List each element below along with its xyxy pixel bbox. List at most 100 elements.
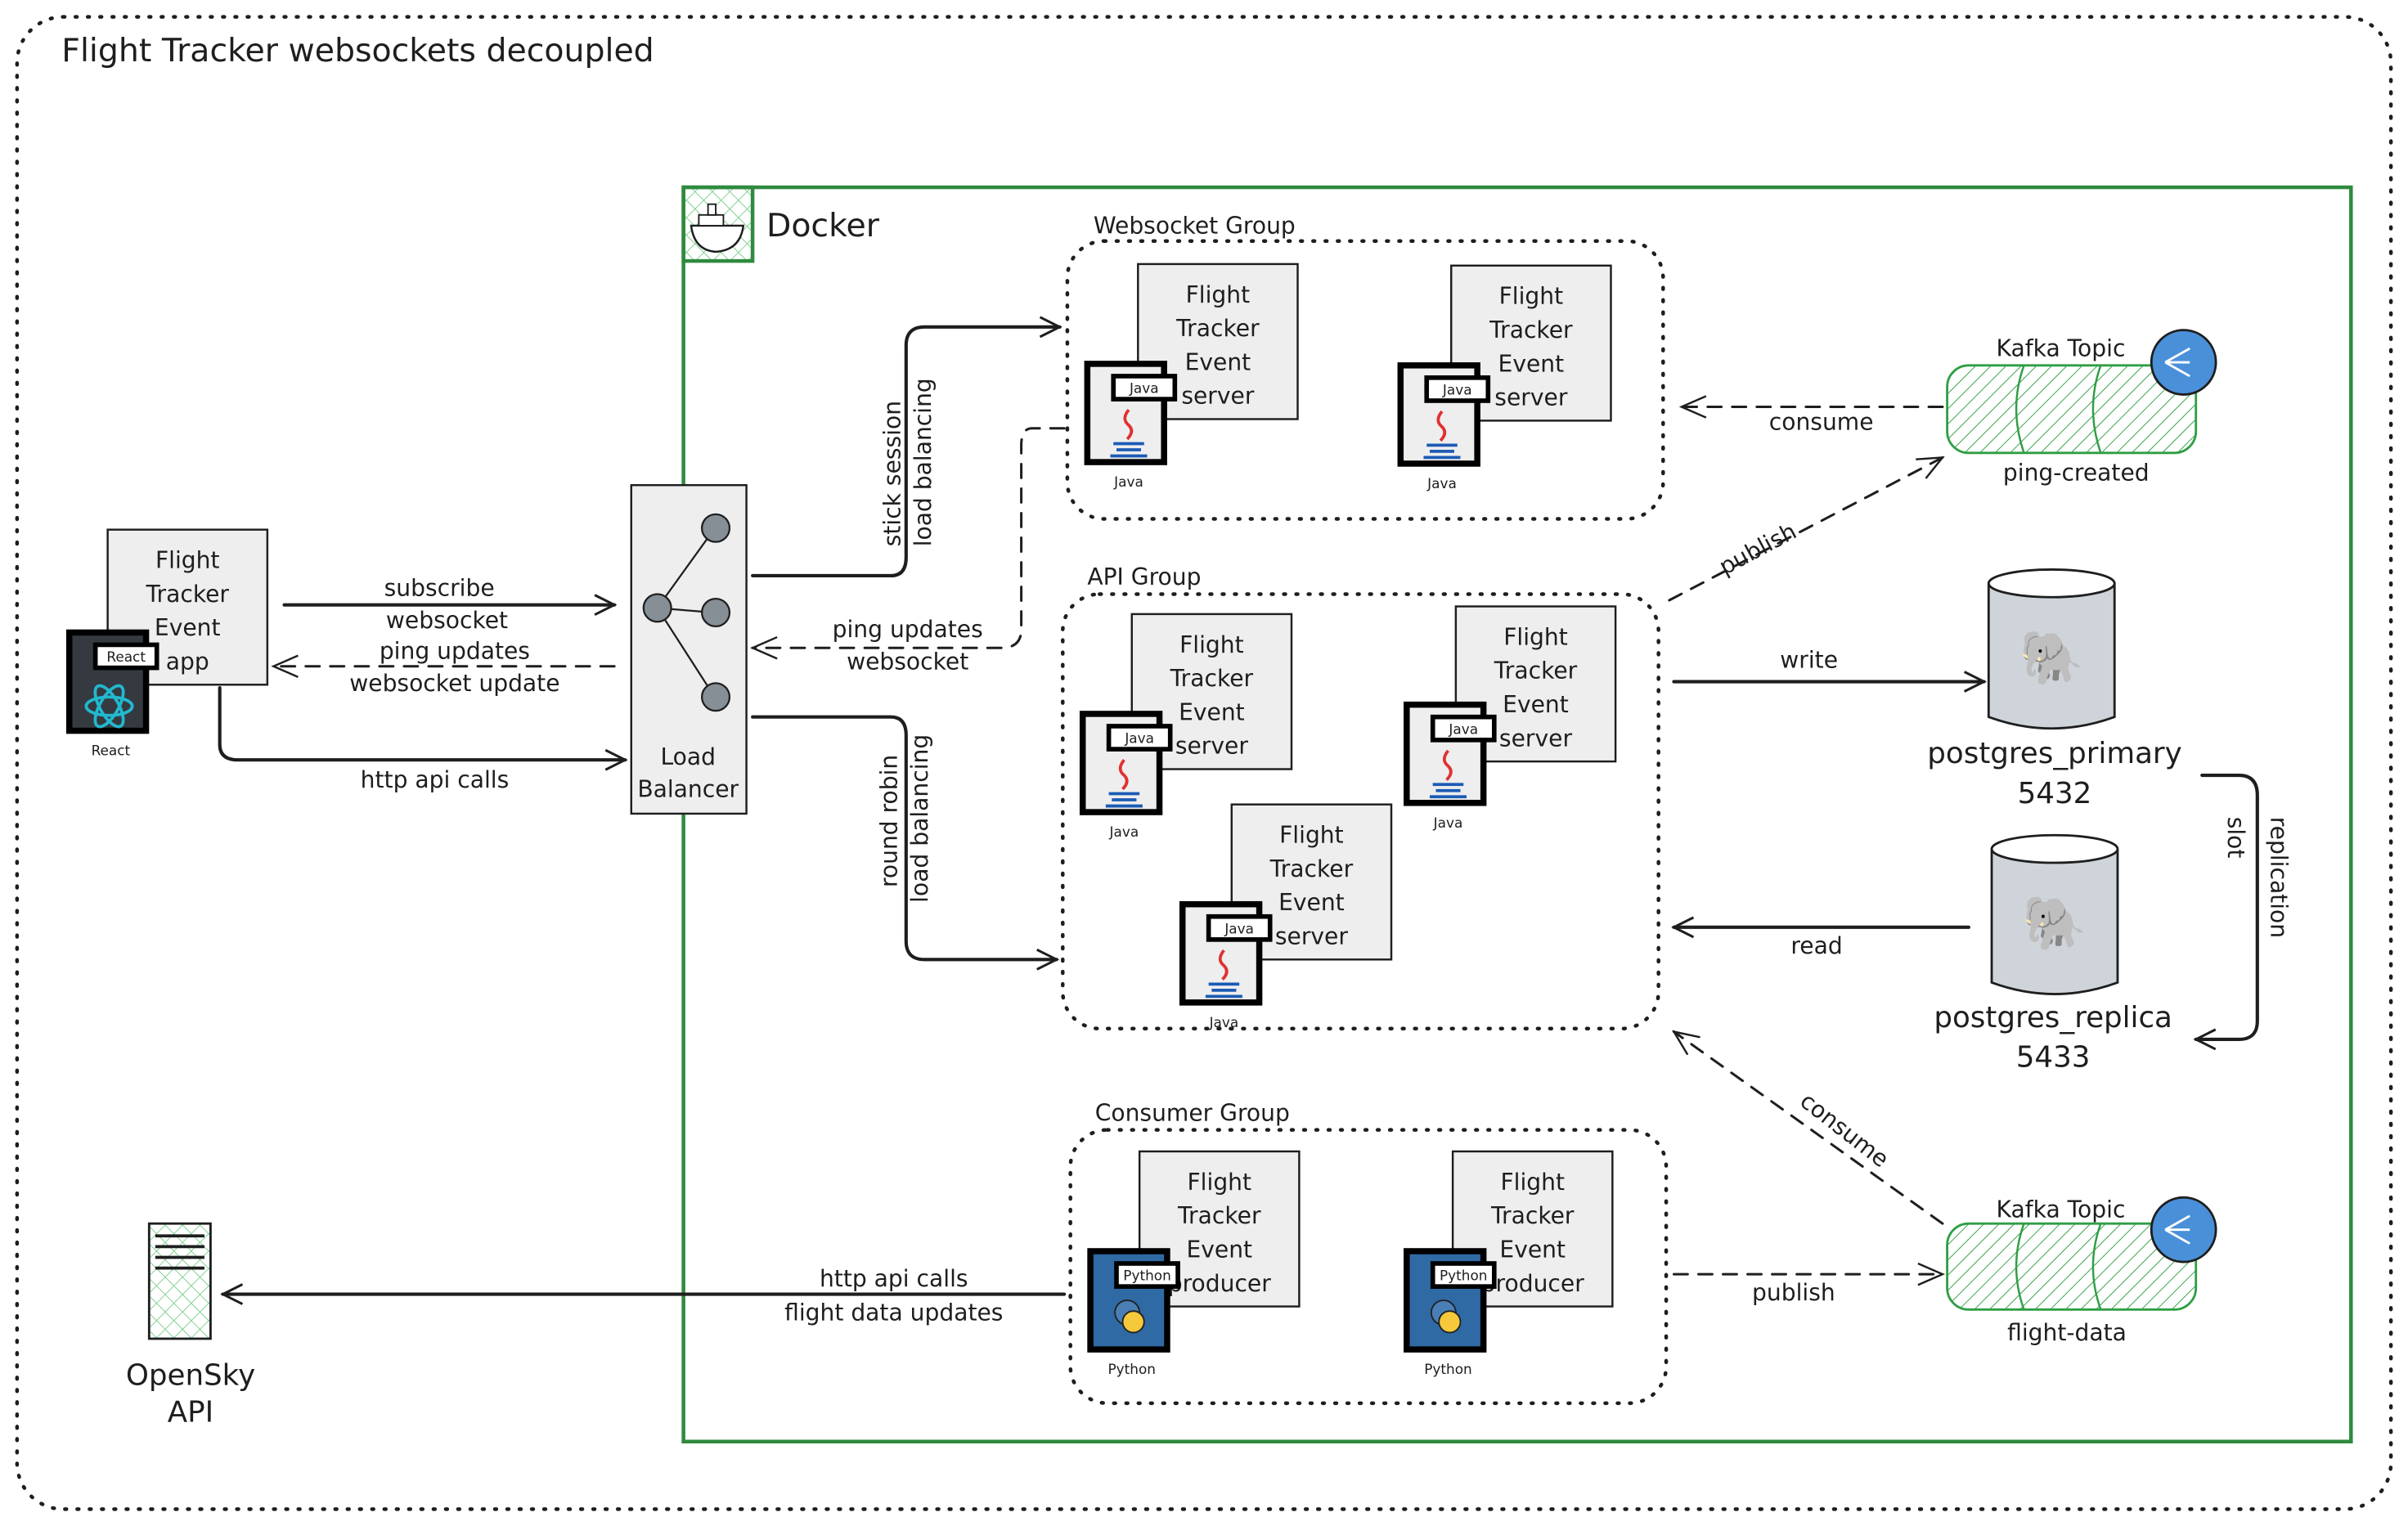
- edge-subscribe: subscribe websocket: [282, 574, 615, 634]
- tech-label: Java: [1109, 824, 1139, 840]
- node-label-line: Tracker: [145, 581, 229, 608]
- api-group: [1061, 592, 1660, 1031]
- kafka-topic-name: flight-data: [2007, 1319, 2127, 1346]
- consumer-group-label: Consumer Group: [1095, 1099, 1290, 1126]
- java-logo-icon: Java: [1084, 361, 1178, 465]
- node-label-line: server: [1181, 383, 1255, 410]
- node-label-line: server: [1175, 733, 1249, 760]
- svg-text:publish: publish: [1752, 1279, 1835, 1306]
- node-label-line: Flight: [1500, 1169, 1565, 1196]
- tech-label: Python: [1424, 1361, 1471, 1377]
- java-logo-icon: Java: [1079, 711, 1173, 815]
- node-label-line: Flight: [1186, 281, 1251, 308]
- tech-label: Java: [1113, 474, 1143, 490]
- postgres-primary-name: postgres_primary: [1927, 737, 2181, 770]
- kafka-topic-name: ping-created: [2003, 460, 2150, 487]
- websocket-group: [1065, 239, 1665, 521]
- node-label-line: app: [166, 648, 209, 675]
- postgres-replica-name: postgres_replica: [1934, 1001, 2172, 1035]
- svg-text:React: React: [106, 649, 146, 665]
- node-label-line: Event: [1186, 1236, 1252, 1263]
- opensky-label: OpenSky: [126, 1358, 255, 1392]
- node-label-line: Flight: [1279, 822, 1344, 849]
- svg-text:ping updates: ping updates: [380, 637, 530, 664]
- java-logo-icon: Java: [1397, 362, 1491, 467]
- svg-text:http api calls: http api calls: [361, 766, 510, 793]
- java-logo-icon: Java: [1404, 701, 1497, 806]
- svg-text:websocket: websocket: [386, 607, 508, 634]
- docker-whale-icon: [681, 185, 755, 263]
- svg-text:Java: Java: [1124, 730, 1154, 747]
- node-label-line: server: [1275, 923, 1349, 950]
- svg-text:read: read: [1790, 932, 1842, 959]
- edge-consume-ping: consume: [1678, 395, 1944, 436]
- node-label-line: Flight: [1187, 1169, 1251, 1196]
- node-label-line: Event: [1503, 691, 1569, 718]
- load-balancer-label: Load: [660, 743, 716, 770]
- svg-text:Python: Python: [1440, 1268, 1488, 1284]
- svg-text:Python: Python: [1123, 1268, 1171, 1284]
- svg-text:publish: publish: [1714, 518, 1800, 581]
- svg-text:consume: consume: [1769, 409, 1874, 436]
- tech-label: Java: [1209, 1014, 1239, 1030]
- svg-text:Java: Java: [1129, 380, 1159, 397]
- tech-label: Python: [1108, 1361, 1156, 1377]
- svg-text:round robin: round robin: [876, 755, 903, 887]
- node-label-line: Tracker: [1175, 315, 1260, 342]
- edge-publish-ping: publish: [1668, 456, 1945, 602]
- postgres-elephant-icon: 🐘: [2019, 628, 2084, 689]
- node-label-line: producer: [1168, 1270, 1272, 1297]
- node-label-line: Tracker: [1170, 665, 1254, 692]
- svg-text:write: write: [1780, 647, 1838, 674]
- postgres-primary-port: 5432: [2018, 777, 2092, 810]
- docker-label: Docker: [766, 207, 880, 245]
- edge-sticky-session: stick session load balancing: [751, 327, 1059, 578]
- node-label-line: Event: [1185, 348, 1251, 375]
- node-label-line: Event: [1499, 1236, 1566, 1263]
- load-balancer-icon: [642, 513, 731, 712]
- tech-label: Java: [1426, 475, 1457, 491]
- svg-text:Java: Java: [1442, 381, 1472, 397]
- svg-text:websocket update: websocket update: [349, 670, 559, 697]
- opensky-label: API: [168, 1395, 213, 1429]
- java-logo-icon: Java: [1179, 900, 1273, 1006]
- edge-read: read: [1673, 927, 1970, 959]
- postgres-replica[interactable]: 🐘 postgres_replica 5433: [1934, 833, 2172, 1075]
- tech-label: Java: [1433, 815, 1463, 831]
- node-label-line: Tracker: [1177, 1202, 1261, 1229]
- edge-http-calls: http api calls: [218, 685, 626, 793]
- python-logo-icon: Python: [1404, 1248, 1497, 1353]
- svg-text:Java: Java: [1448, 720, 1478, 737]
- edge-round-robin: round robin load balancing: [751, 715, 1057, 960]
- python-logo-icon: Python: [1087, 1248, 1180, 1353]
- postgres-elephant-icon: 🐘: [2022, 894, 2087, 954]
- kafka-label: Kafka Topic: [1997, 1196, 2126, 1223]
- node-label-line: Event: [1278, 889, 1345, 916]
- svg-text:replication: replication: [2266, 817, 2293, 938]
- edge-ws-updates: ping updates websocket: [750, 427, 1066, 675]
- kafka-label: Kafka Topic: [1997, 335, 2126, 362]
- websocket-group-label: Websocket Group: [1094, 212, 1296, 239]
- node-label-line: Tracker: [1494, 658, 1578, 684]
- postgres-primary[interactable]: 🐘 postgres_primary 5432: [1927, 568, 2182, 810]
- opensky-api[interactable]: OpenSky API: [126, 1222, 255, 1429]
- edge-publish-flight: publish: [1672, 1262, 1946, 1306]
- kafka-topic-ping-created[interactable]: Kafka Topic ping-created: [1946, 329, 2217, 487]
- tech-label: React: [92, 743, 131, 759]
- node-label-line: Flight: [1499, 283, 1564, 310]
- kafka-topic-flight-data[interactable]: Kafka Topic flight-data: [1946, 1196, 2217, 1346]
- svg-text:load balancing: load balancing: [906, 734, 933, 903]
- react-logo-icon: React: [65, 629, 159, 734]
- svg-text:Java: Java: [1224, 920, 1254, 936]
- node-label-line: Event: [155, 614, 221, 641]
- load-balancer[interactable]: Load Balancer: [630, 483, 748, 815]
- postgres-replica-port: 5433: [2016, 1041, 2091, 1075]
